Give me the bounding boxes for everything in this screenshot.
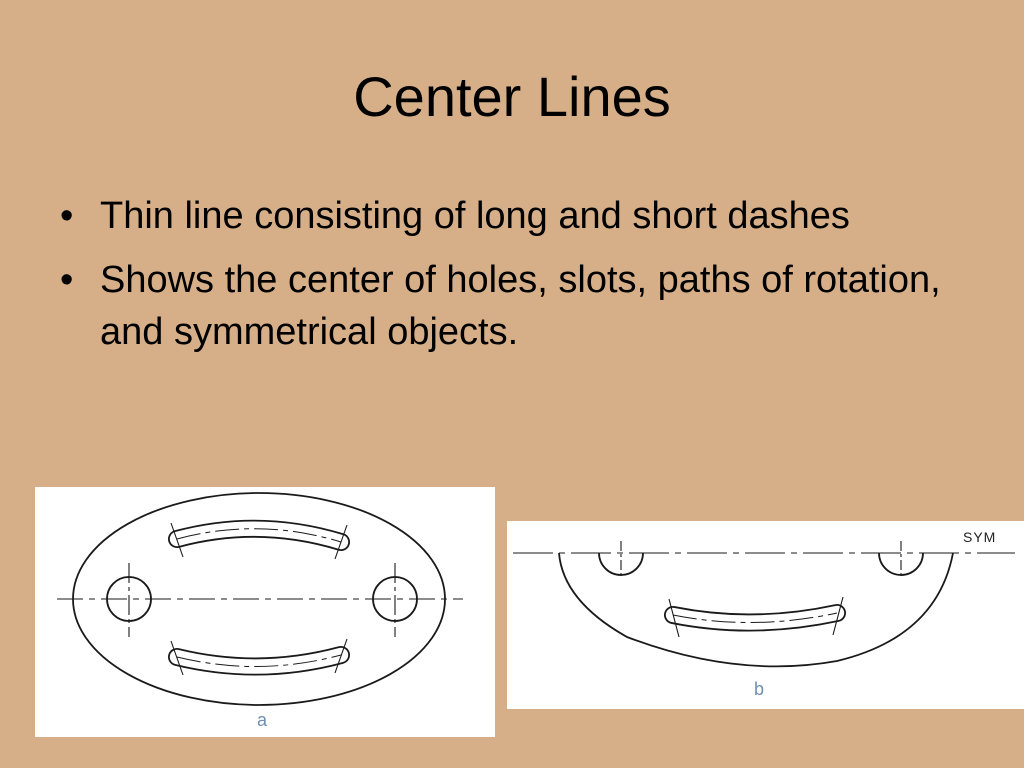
figure-b-drawing [513, 541, 1015, 668]
figure-a: a [35, 487, 495, 737]
bullet-text: Thin line consisting of long and short d… [100, 195, 850, 237]
bullet-text: Shows the center of holes, slots, paths … [100, 259, 941, 353]
half-oval-outline [558, 552, 954, 668]
figure-a-drawing [57, 492, 463, 706]
bullet-dot-icon: • [60, 195, 74, 237]
bullet-item: • Shows the center of holes, slots, path… [56, 254, 956, 358]
slide-title: Center Lines [353, 65, 671, 128]
bullet-item: • Thin line consisting of long and short… [56, 190, 956, 242]
bullet-dot-icon: • [60, 259, 74, 301]
figure-b: SYM b [507, 521, 1024, 709]
bullet-list: • Thin line consisting of long and short… [56, 190, 956, 370]
figure-a-label: a [257, 710, 268, 730]
sym-label: SYM [963, 529, 997, 545]
figure-b-label: b [754, 679, 765, 699]
